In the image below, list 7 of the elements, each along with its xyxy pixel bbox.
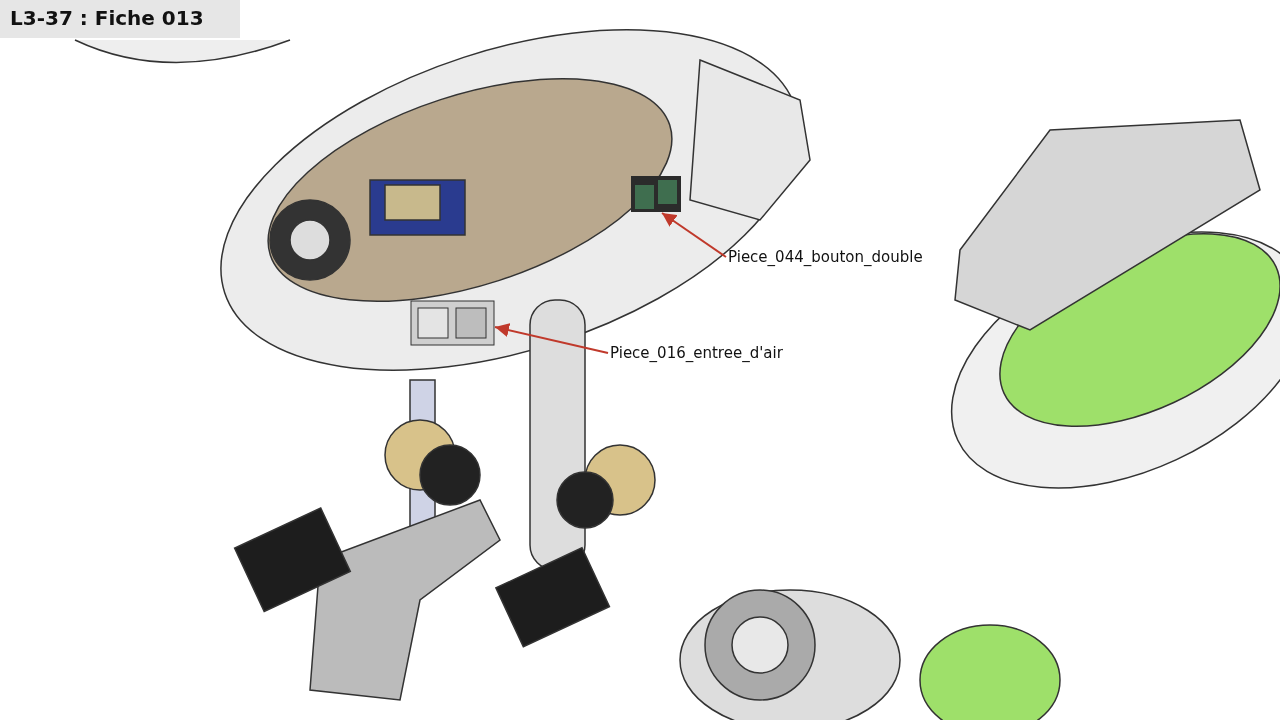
part-label: Piece_016_entree_d'air xyxy=(610,344,783,362)
air-inlet-part xyxy=(410,300,495,346)
leader-line xyxy=(661,212,727,258)
slide-title: L3-37 : Fiche 013 xyxy=(0,0,240,38)
part-label: Piece_044_bouton_double xyxy=(728,248,923,266)
double-switch-part xyxy=(630,175,682,213)
leader-line xyxy=(494,323,609,354)
